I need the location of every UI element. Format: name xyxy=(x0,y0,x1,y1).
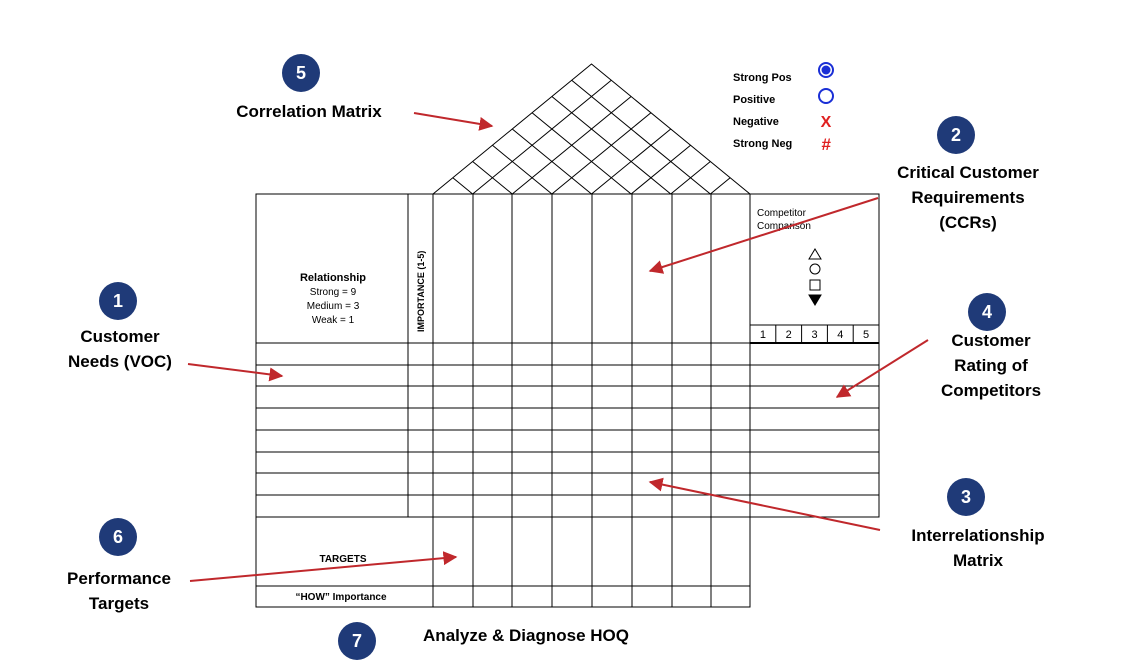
negative-icon: X xyxy=(821,114,832,131)
house-frame xyxy=(255,193,880,608)
scale-value: 4 xyxy=(837,329,843,341)
arrow-targets xyxy=(189,551,458,582)
roof-diagonal xyxy=(531,112,632,195)
roof-diagonal xyxy=(472,79,612,195)
inter-label-2: Matrix xyxy=(953,551,1004,570)
step-badge-circle xyxy=(99,518,137,556)
legend-positive: Positive xyxy=(733,94,775,106)
step-badge-number: 3 xyxy=(961,487,971,507)
roof-diagonal xyxy=(710,177,731,195)
voc-label-2: Needs (VOC) xyxy=(68,352,172,371)
inter-label-1: Interrelationship xyxy=(911,526,1044,545)
competitor-label-2: Comparison xyxy=(757,221,811,232)
competitor-scale: 1 2 3 4 5 xyxy=(760,329,869,341)
analyze-label: Analyze & Diagnose HOQ xyxy=(423,626,629,645)
triangle-up-icon xyxy=(808,248,822,260)
arrow-correlation xyxy=(413,112,494,131)
step-badge-number: 4 xyxy=(982,302,992,322)
voc-label-1: Customer xyxy=(80,327,160,346)
ccr-label-1: Critical Customer xyxy=(897,163,1039,182)
scale-value: 1 xyxy=(760,329,766,341)
callout-labels: Correlation Matrix Critical Customer Req… xyxy=(67,102,1045,645)
triangle-down-icon xyxy=(808,294,822,306)
importance-label: IMPORTANCE (1-5) xyxy=(416,251,426,332)
voc-row-lines xyxy=(256,342,879,496)
ccr-label-2: Requirements xyxy=(911,188,1024,207)
correlation-matrix-label: Correlation Matrix xyxy=(236,102,382,121)
step-badge-circle xyxy=(937,116,975,154)
legend-strong-neg: Strong Neg xyxy=(733,138,792,150)
scale-value: 3 xyxy=(811,329,817,341)
roof-diagonal xyxy=(571,79,711,195)
step-badge-number: 5 xyxy=(296,63,306,83)
arrow-rating xyxy=(835,339,929,398)
circle-icon xyxy=(809,263,821,275)
step-badge-number: 2 xyxy=(951,125,961,145)
roof-diagonal xyxy=(452,177,473,195)
relationship-strong: Strong = 9 xyxy=(310,287,357,298)
roof-diagonal xyxy=(630,144,691,195)
perf-label-1: Performance xyxy=(67,569,171,588)
arrow-ccr xyxy=(648,197,879,274)
roof-diagonal xyxy=(551,96,672,195)
positive-icon xyxy=(818,88,834,104)
legend-negative: Negative xyxy=(733,116,779,128)
ccr-column-lines xyxy=(472,194,712,607)
step-badge-circle xyxy=(947,478,985,516)
how-importance-label: “HOW” Importance xyxy=(295,592,387,603)
scale-value: 2 xyxy=(786,329,792,341)
arrow-interrelationship xyxy=(648,477,881,531)
scale-value: 5 xyxy=(863,329,869,341)
roof-diagonal xyxy=(472,161,513,195)
relationship-medium: Medium = 3 xyxy=(307,301,360,312)
correlation-roof xyxy=(432,63,751,195)
strong-pos-inner-icon xyxy=(821,65,831,75)
roof-outline xyxy=(432,63,751,195)
scale-dividers xyxy=(775,325,854,343)
roof-diagonal xyxy=(492,144,553,195)
step-badge-circle xyxy=(282,54,320,92)
relationship-title: Relationship xyxy=(300,272,366,284)
step-badge-number: 1 xyxy=(113,291,123,311)
strong-pos-outer-icon xyxy=(818,62,834,78)
step-badge-number: 6 xyxy=(113,527,123,547)
competitor-symbols xyxy=(808,248,822,306)
square-icon xyxy=(809,279,821,291)
rating-label-1: Customer xyxy=(951,331,1031,350)
rating-label-2: Rating of xyxy=(954,356,1028,375)
main-box xyxy=(255,193,880,518)
strong-neg-icon: # xyxy=(821,135,831,154)
roof-diagonal xyxy=(551,112,652,195)
correlation-legend: Strong Pos Positive Negative Strong Neg … xyxy=(733,62,834,154)
targets-label: TARGETS xyxy=(319,554,366,565)
step-badge-circle xyxy=(338,622,376,660)
competitor-label-1: Competitor xyxy=(757,208,807,219)
relationship-weak: Weak = 1 xyxy=(312,315,355,326)
rating-label-3: Competitors xyxy=(941,381,1041,400)
step-badges: 1 2 3 4 5 6 7 xyxy=(99,54,1006,660)
step-badge-circle xyxy=(99,282,137,320)
arrow-voc xyxy=(187,363,284,382)
ccr-label-3: (CCRs) xyxy=(939,213,997,232)
roof-diagonal xyxy=(511,128,592,195)
callout-arrows xyxy=(187,112,929,582)
step-badge-number: 7 xyxy=(352,631,362,651)
step-badge-circle xyxy=(968,293,1006,331)
perf-label-2: Targets xyxy=(89,594,149,613)
legend-strong-pos: Strong Pos xyxy=(733,72,792,84)
